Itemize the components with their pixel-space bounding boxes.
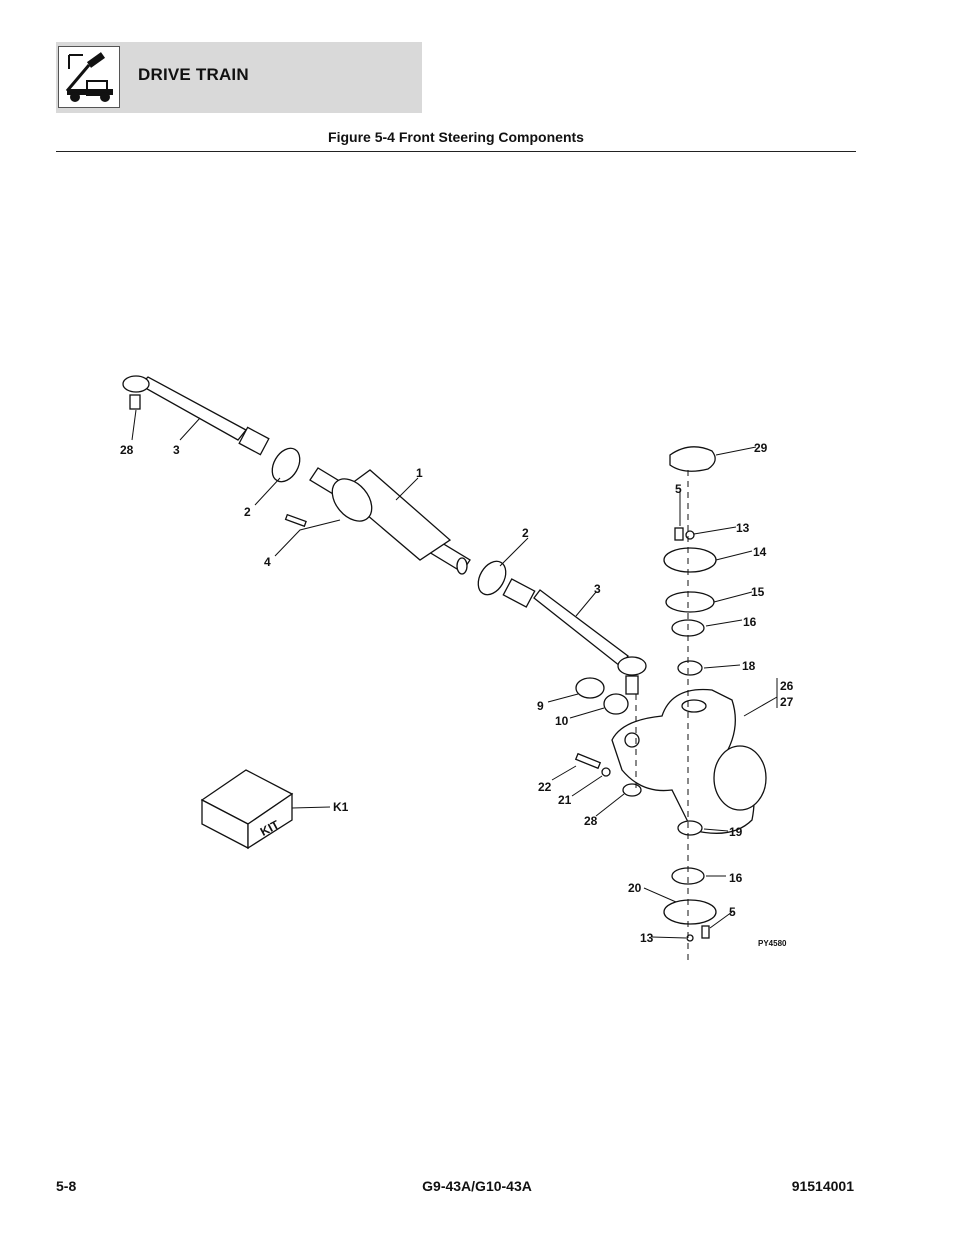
kit-box [200, 769, 294, 850]
scissor-lift-icon [58, 46, 120, 108]
bolt-5-bottom [701, 925, 710, 939]
callout-14: 14 [753, 545, 767, 559]
callout-19: 19 [729, 825, 743, 839]
cap-20 [663, 899, 717, 925]
cap-29 [669, 446, 716, 472]
callout-3b: 3 [594, 582, 601, 596]
tie-rod-left [122, 375, 270, 456]
document-number: 91514001 [791, 1178, 854, 1194]
callout-1: 1 [416, 466, 423, 480]
callout-4: 4 [264, 555, 271, 569]
bearing-18 [677, 660, 703, 676]
steering-knuckle [611, 688, 767, 834]
callout-2b: 2 [522, 526, 529, 540]
bushing-10 [603, 693, 629, 715]
callout-21: 21 [558, 793, 572, 807]
steering-cylinder [309, 467, 471, 575]
callout-5b: 5 [729, 905, 736, 919]
header-rule [56, 151, 856, 152]
callout-9: 9 [537, 699, 544, 713]
bushing-9 [575, 677, 605, 699]
model-number: G9-43A/G10-43A [422, 1178, 532, 1194]
o-ring-left [271, 447, 301, 483]
callout-18: 18 [742, 659, 756, 673]
cap-14 [663, 547, 717, 573]
washer-13-top [685, 530, 695, 540]
bolt-22 [574, 752, 602, 770]
figure-caption: Figure 5-4 Front Steering Components [328, 129, 584, 145]
section-title: DRIVE TRAIN [138, 65, 249, 84]
callout-16b: 16 [729, 871, 743, 885]
callout-28b: 28 [584, 814, 598, 828]
callout-15: 15 [751, 585, 765, 599]
callout-26: 26 [780, 679, 794, 693]
o-ring-right [477, 560, 507, 596]
callout-13b: 13 [640, 931, 654, 945]
page-number: 5-8 [56, 1178, 77, 1194]
callout-10: 10 [555, 714, 569, 728]
callout-3: 3 [173, 443, 180, 457]
callout-27: 27 [780, 695, 794, 709]
shim-15 [665, 591, 715, 613]
callout-16: 16 [743, 615, 757, 629]
callout-13: 13 [736, 521, 750, 535]
tie-rod-right [502, 578, 647, 695]
callout-2: 2 [244, 505, 251, 519]
bearing-19 [677, 820, 703, 836]
callout-28: 28 [120, 443, 134, 457]
washer-21 [601, 767, 611, 777]
drawing-code: PY4580 [758, 939, 787, 948]
callout-29: 29 [754, 441, 768, 455]
callout-20: 20 [628, 881, 642, 895]
callout-5: 5 [675, 482, 682, 496]
callout-22: 22 [538, 780, 552, 794]
bolt-4 [284, 513, 307, 528]
callout-k1: K1 [333, 800, 349, 814]
bolt-5-top [674, 527, 684, 541]
nut-28 [622, 783, 642, 797]
